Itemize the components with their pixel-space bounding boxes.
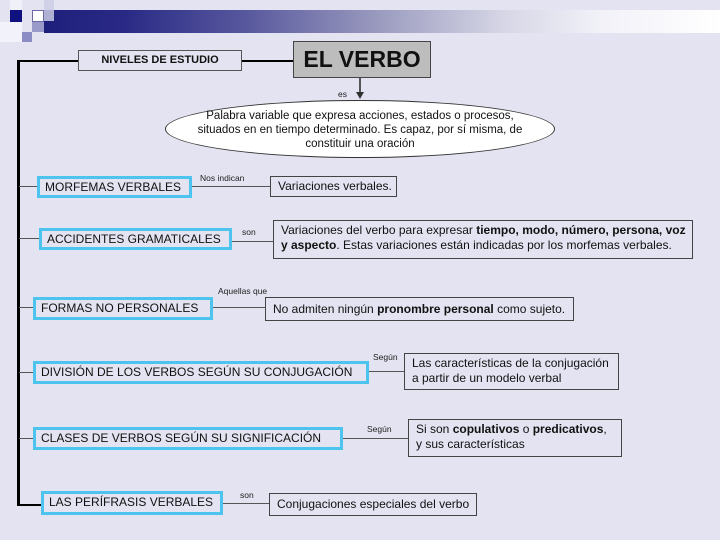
connector-line xyxy=(19,438,34,439)
description-text: como sujeto. xyxy=(493,302,566,316)
decor-square xyxy=(0,22,22,42)
description-text: , xyxy=(603,422,607,436)
description-text: a partir de un modelo verbal xyxy=(412,371,562,385)
connector-line xyxy=(19,238,39,239)
description-text: y sus características xyxy=(416,437,525,451)
category-accidentes-gramaticales: ACCIDENTES GRAMATICALES xyxy=(39,228,232,250)
description-text: Conjugaciones especiales del verbo xyxy=(277,497,470,511)
description-box: Conjugaciones especiales del verbo xyxy=(269,493,477,516)
connector-line xyxy=(242,60,294,62)
connector-label: son xyxy=(240,490,254,500)
decor-square xyxy=(32,22,44,32)
decor-square xyxy=(22,32,32,42)
description-text: Variaciones verbales. xyxy=(278,179,392,193)
description-bold: predicativos xyxy=(532,422,604,436)
connector-line xyxy=(19,186,38,187)
description-bold: tiempo, modo, número, persona, voz xyxy=(476,223,686,237)
description-text: o xyxy=(519,422,533,436)
description-text: Las características de la conjugación xyxy=(412,356,609,370)
header-gradient-band xyxy=(44,10,720,33)
definition-line: situados en en tiempo determinado. Es ca… xyxy=(197,124,523,136)
category-clases-significacion: CLASES DE VERBOS SEGÚN SU SIGNIFICACIÓN xyxy=(33,427,343,450)
connector-label: Según xyxy=(373,352,398,362)
connector-label: es xyxy=(338,89,347,99)
arrow-down-icon xyxy=(356,92,364,99)
definition-line: constituir una oración xyxy=(305,138,415,150)
connector-line xyxy=(17,60,79,62)
description-box: Variaciones verbales. xyxy=(270,176,397,197)
category-formas-no-personales: FORMAS NO PERSONALES xyxy=(33,297,213,320)
definition-ellipse: Palabra variable que expresa acciones, e… xyxy=(165,100,555,158)
page-title: EL VERBO xyxy=(293,41,431,78)
description-bold: copulativos xyxy=(452,422,520,436)
decor-square xyxy=(10,0,22,10)
decor-square xyxy=(44,10,54,21)
connector-line xyxy=(343,438,409,439)
connector-line xyxy=(19,307,34,308)
section-label-box: NIVELES DE ESTUDIO xyxy=(78,50,242,71)
decor-square xyxy=(44,0,54,10)
definition-line: Palabra variable que expresa acciones, e… xyxy=(206,110,514,122)
connector-line xyxy=(223,503,270,504)
category-division-conjugacion: DIVISIÓN DE LOS VERBOS SEGÚN SU CONJUGAC… xyxy=(33,361,369,384)
description-text: Si son xyxy=(416,422,453,436)
description-bold: y aspecto xyxy=(281,238,337,252)
description-text: . Estas variaciones están indicadas por … xyxy=(336,238,672,252)
connector-line xyxy=(19,504,42,506)
connector-label: Según xyxy=(367,424,392,434)
connector-line xyxy=(213,307,266,308)
decor-square xyxy=(10,10,22,22)
category-perifrasis-verbales: LAS PERÍFRASIS VERBALES xyxy=(41,491,223,515)
description-text: Variaciones del verbo para expresar xyxy=(281,223,477,237)
description-box: No admiten ningún pronombre personal com… xyxy=(265,297,574,321)
connector-line xyxy=(19,372,34,373)
connector-line xyxy=(192,186,271,187)
connector-line xyxy=(369,371,405,372)
connector-line xyxy=(359,78,361,94)
description-box: Las características de la conjugación a … xyxy=(404,353,619,390)
connector-label: son xyxy=(242,227,256,237)
decor-square xyxy=(32,10,44,22)
description-text: No admiten ningún xyxy=(273,302,378,316)
category-morfemas-verbales: MORFEMAS VERBALES xyxy=(37,176,192,198)
connector-label: Aquellas que xyxy=(218,286,268,296)
spine-line xyxy=(17,60,20,506)
connector-label: Nos indican xyxy=(200,173,245,183)
description-bold: pronombre personal xyxy=(377,302,494,316)
description-box: Variaciones del verbo para expresar tiem… xyxy=(273,220,693,259)
description-box: Si son copulativos o predicativos, y sus… xyxy=(408,419,622,457)
connector-line xyxy=(232,241,274,242)
